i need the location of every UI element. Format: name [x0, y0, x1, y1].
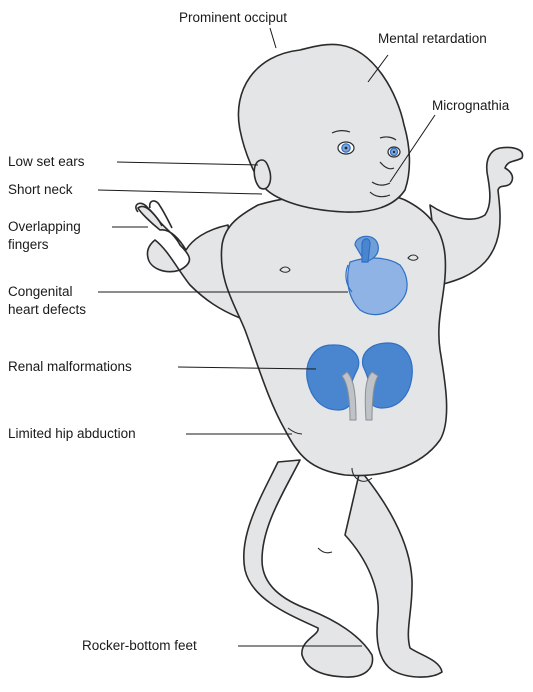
label-congenital-heart-defects: Congenital heart defects: [8, 283, 86, 319]
label-rocker-bottom-feet: Rocker-bottom feet: [82, 637, 197, 655]
label-low-set-ears: Low set ears: [8, 153, 85, 171]
leader-prominent-occiput: [270, 28, 276, 48]
torso: [221, 193, 446, 476]
label-prominent-occiput: Prominent occiput: [179, 9, 287, 27]
label-renal-malformations: Renal malformations: [8, 358, 132, 376]
heart-vessel: [362, 239, 370, 262]
knee-crease: [318, 548, 332, 553]
label-micrognathia: Micrognathia: [432, 97, 509, 115]
left-leg: [244, 460, 373, 677]
label-congenital-heart-defects-line1: Congenital: [8, 283, 86, 301]
label-overlapping-fingers: Overlapping fingers: [8, 218, 81, 254]
leader-low-set-ears: [117, 162, 258, 165]
left-pupil: [345, 147, 348, 150]
label-overlapping-fingers-line1: Overlapping: [8, 218, 81, 236]
label-overlapping-fingers-line2: fingers: [8, 236, 81, 254]
label-short-neck: Short neck: [8, 181, 73, 199]
right-pupil: [393, 151, 395, 153]
label-limited-hip-abduction: Limited hip abduction: [8, 425, 136, 443]
label-mental-retardation: Mental retardation: [378, 30, 487, 48]
leader-short-neck: [98, 190, 262, 194]
label-congenital-heart-defects-line2: heart defects: [8, 301, 86, 319]
